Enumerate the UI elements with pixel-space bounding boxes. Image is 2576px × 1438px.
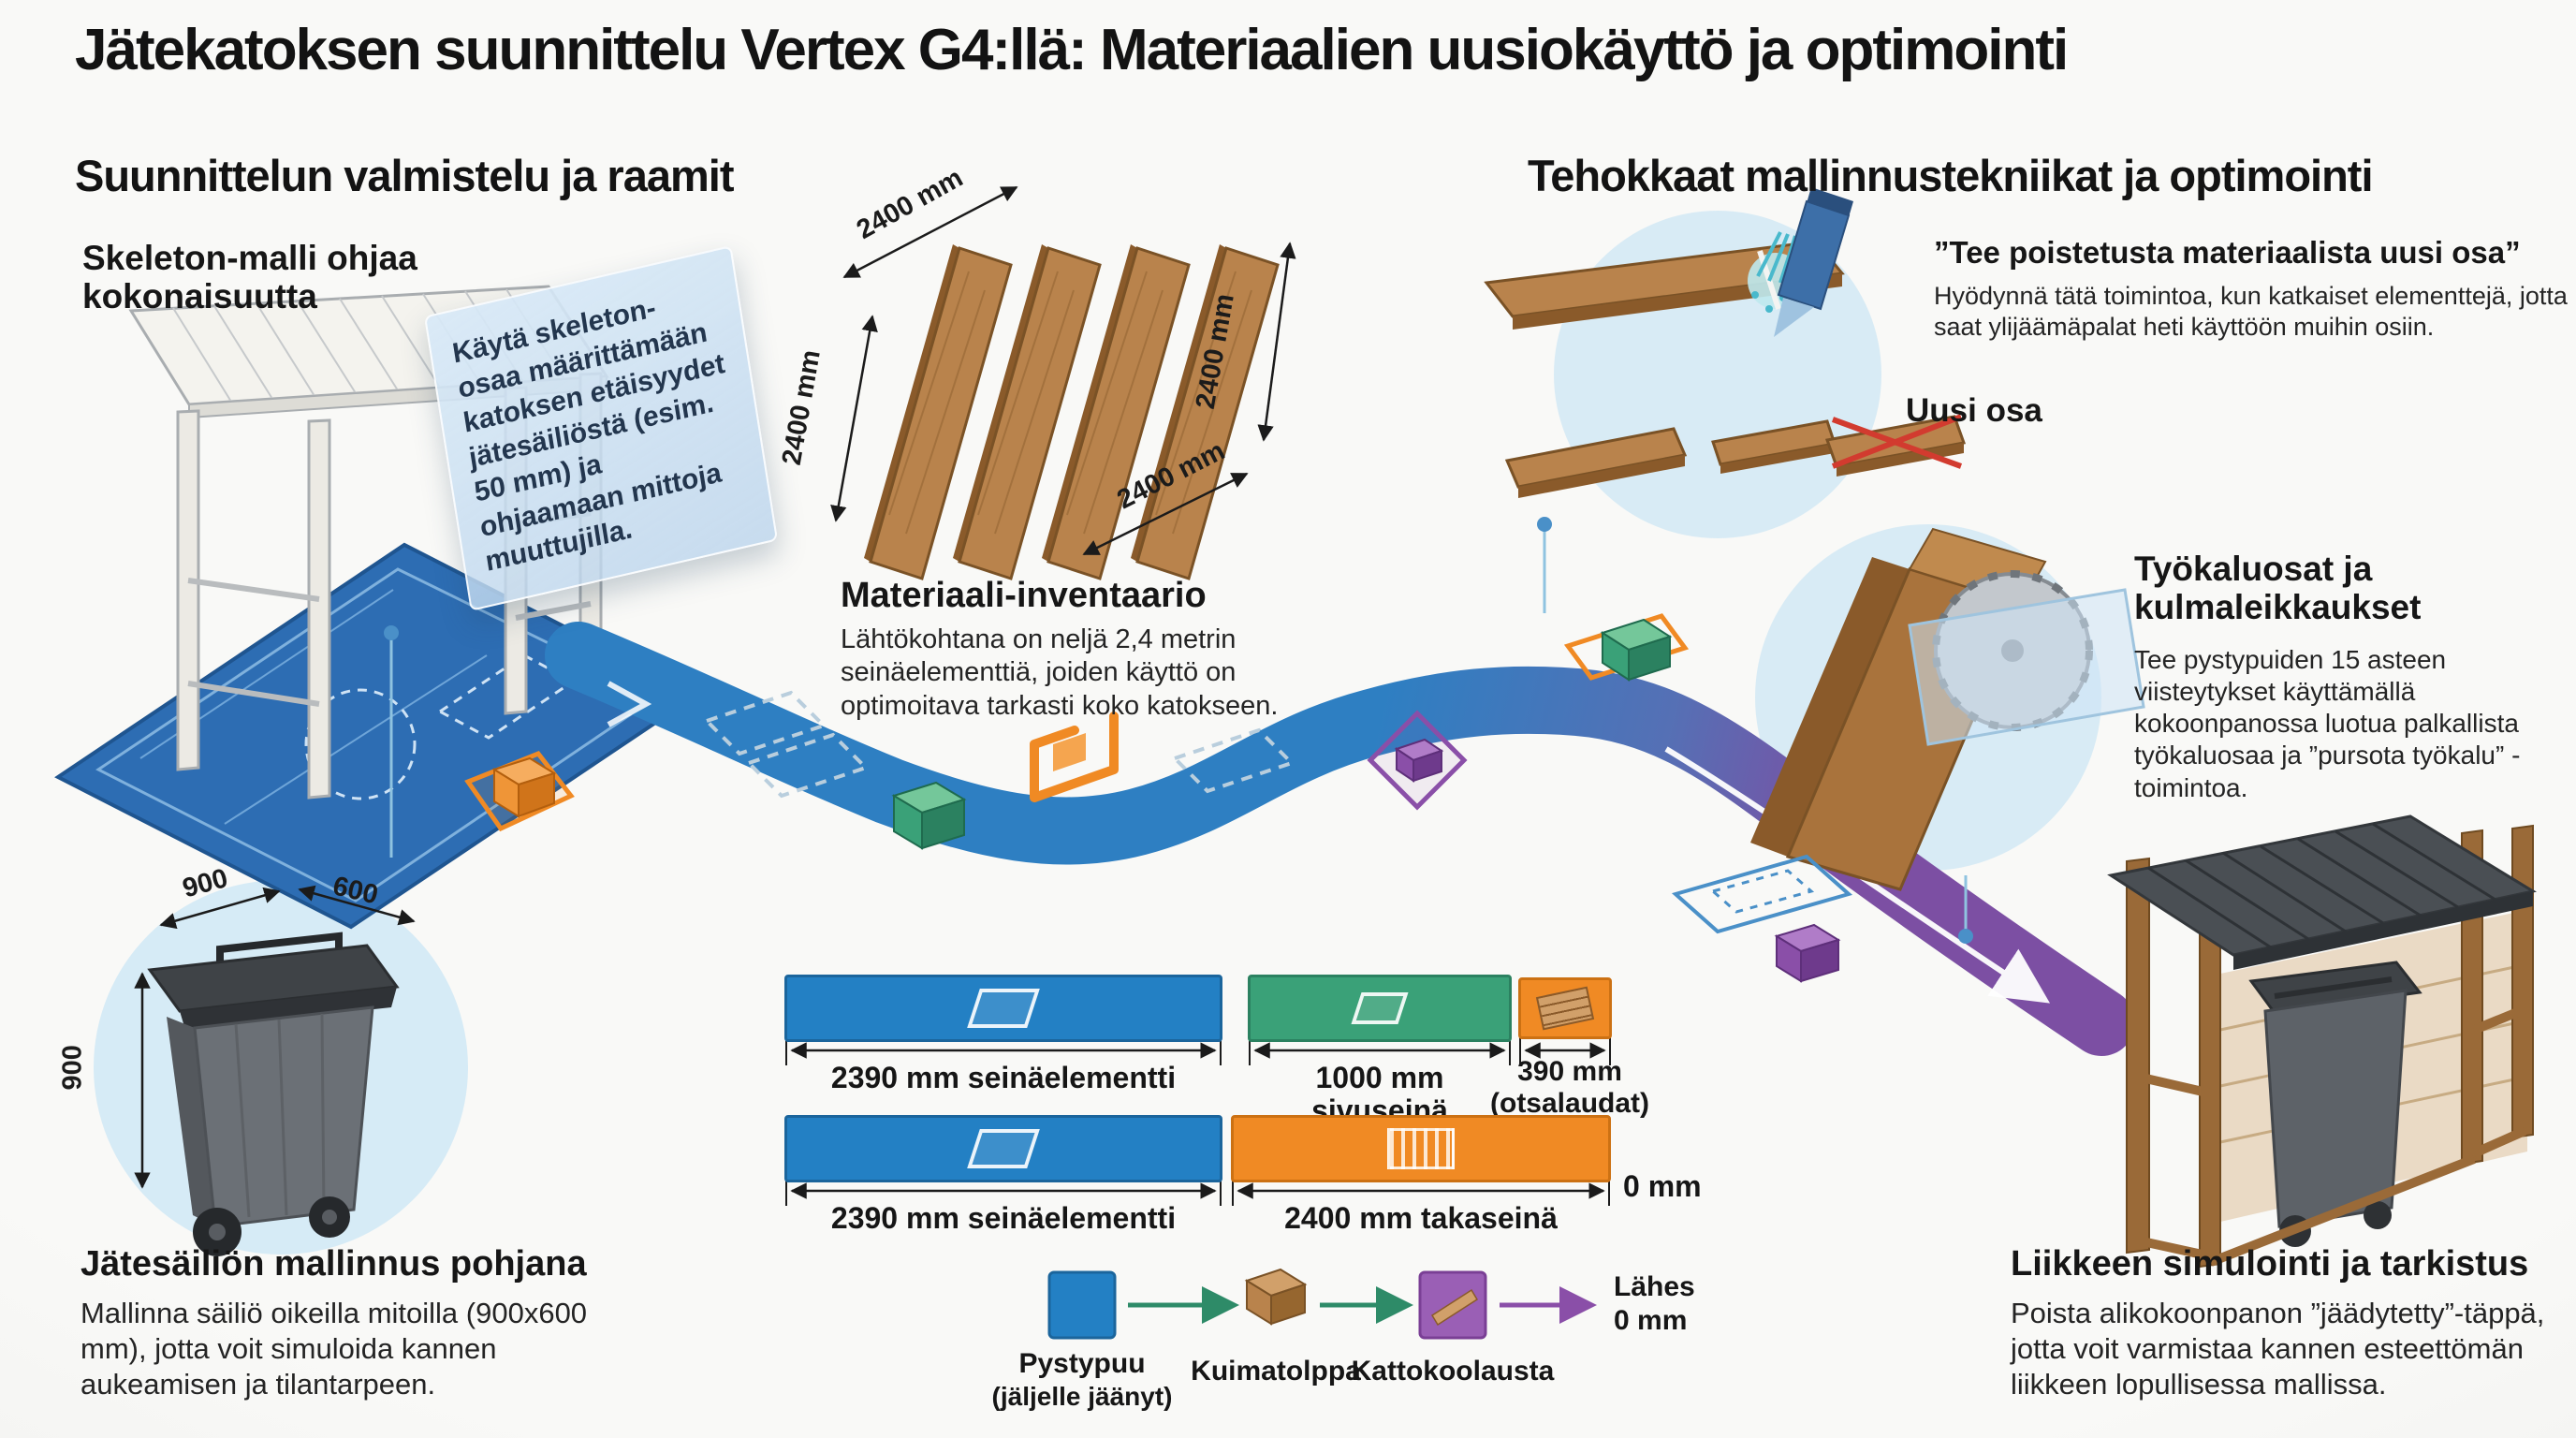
legend-corner-label: Kuimatolppa — [1191, 1356, 1361, 1387]
inventory-body: Lähtökohtana on neljä 2,4 metrin seinäel… — [841, 624, 1279, 721]
bar-fascia-label-line1: 390 mm — [1517, 1056, 1622, 1087]
right-section-title: Tehokkaat mallinnustekniikat ja optimoin… — [1528, 151, 2374, 200]
left-section-title: Suunnittelun valmistelu ja raamit — [75, 151, 734, 200]
bar-wall-label-1: 2390 mm seinäelementti — [830, 1061, 1177, 1094]
motion-heading: Liikkeen simulointi ja tarkistus — [2011, 1244, 2529, 1284]
bin-heading: Jätesäiliön mallinnus pohjana — [80, 1244, 587, 1284]
zero-mm-label: 0 mm — [1623, 1169, 1702, 1203]
legend-waste-label-line2: 0 mm — [1614, 1305, 1688, 1336]
cutting-illustration — [1484, 187, 1967, 498]
cutter-tool-icon — [1774, 187, 1853, 337]
inventory-heading: Materiaali-inventaario — [841, 576, 1207, 615]
legend-post-label-line1: Pystypuu — [1018, 1348, 1146, 1379]
final-shelter-drawing — [2107, 814, 2537, 1269]
bar-wall-element-2 — [784, 1115, 1222, 1182]
reuse-body: Hyödynnä tätä toimintoa, kun katkaiset e… — [1934, 282, 2568, 341]
legend-post-swatch — [1047, 1270, 1117, 1340]
tools-body: Tee pystypuiden 15 asteen viisteytykset … — [2134, 645, 2521, 802]
reuse-heading: ”Tee poistetusta materiaalista uusi osa” — [1934, 235, 2521, 270]
purple-diamond-icon — [1367, 710, 1468, 811]
panel-dimension-lines — [830, 185, 1296, 556]
bar-back-wall — [1231, 1115, 1611, 1182]
shelter-bin-icon — [2248, 961, 2422, 1247]
bar-wall-element-1 — [784, 975, 1222, 1042]
legend-icons — [1047, 1268, 1597, 1340]
bin-dimension-lines — [134, 885, 416, 1189]
blue-outline-icon — [1671, 854, 1853, 934]
green-box-orange-outline-icon — [1563, 613, 1690, 682]
bar-fascia-label-line2: (otsalaudat) — [1490, 1088, 1650, 1119]
bar-side-wall — [1248, 975, 1512, 1042]
orange-bracket-icon — [1030, 712, 1119, 802]
bar-fascia — [1518, 977, 1612, 1039]
page-title: Jätekatoksen suunnittelu Vertex G4:llä: … — [75, 18, 2069, 82]
saw-illustration — [1750, 527, 2145, 891]
green-box-icon — [891, 781, 967, 850]
legend-corner-cube-icon — [1244, 1268, 1308, 1326]
connector-lines — [384, 517, 1973, 944]
tools-heading: Työkaluosat ja kulmaleikkaukset — [2134, 550, 2422, 626]
bin-dim-height: 900 — [57, 1045, 88, 1091]
skeleton-heading: Skeleton-malli ohjaa kokonaisuutta — [82, 239, 417, 315]
legend-batten-label: Kattokoolausta — [1351, 1356, 1555, 1387]
flow-icons — [464, 613, 1853, 983]
side-panel-icon — [1351, 992, 1409, 1024]
legend-post-label-line2: (jäljelle jäänyt) — [991, 1382, 1173, 1411]
new-part-label: Uusi osa — [1906, 392, 2042, 429]
wall-panel-icon — [967, 989, 1040, 1028]
fascia-boards-icon — [1535, 986, 1595, 1031]
wood-panels-drawing — [864, 244, 1280, 580]
legend-batten-swatch — [1418, 1270, 1487, 1340]
motion-body: Poista alikokoonpanon ”jäädytetty”-täppä… — [2011, 1297, 2545, 1401]
purple-box-icon — [1774, 923, 1841, 983]
wall-panel-icon — [967, 1129, 1040, 1168]
bar-wall-label-2: 2390 mm seinäelementti — [830, 1201, 1177, 1235]
back-wall-hatch-icon — [1387, 1128, 1455, 1169]
waste-bin-drawing — [147, 932, 400, 1256]
bin-body: Mallinna säiliö oikeilla mitoilla (900x6… — [80, 1297, 588, 1401]
bar-dimension-lines — [785, 1035, 1611, 1206]
bar-back-label: 2400 mm takaseinä — [1284, 1201, 1558, 1235]
legend-waste-label-line1: Lähes — [1614, 1271, 1695, 1302]
dashed-outline-icons — [703, 690, 1295, 799]
new-part-crossed-board — [1824, 414, 1967, 477]
orange-plate-icon — [464, 750, 575, 832]
